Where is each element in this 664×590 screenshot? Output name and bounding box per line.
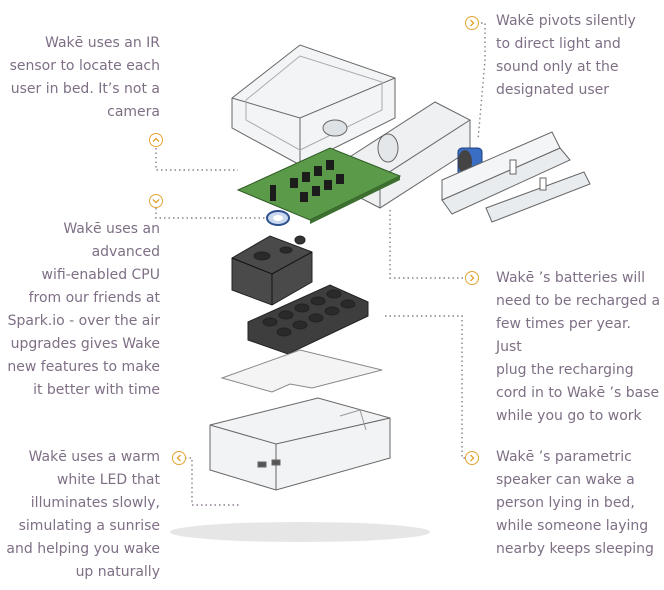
chevron-down-icon[interactable]	[149, 194, 163, 208]
annotation-led: Wakē uses a warm white LED that illumina…	[6, 449, 160, 580]
annotation-ir-sensor: Wakē uses an IR sensor to locate each us…	[9, 35, 160, 120]
annotation-cpu: Wakē uses an advanced wifi-enabled CPU f…	[7, 221, 160, 398]
annotation-batteries: Wakē ’s batteries will need to be rechar…	[496, 270, 661, 424]
chevron-right-icon[interactable]	[465, 451, 479, 465]
gasket-sheet	[220, 349, 383, 393]
led-housing	[231, 235, 313, 306]
chevron-up-icon[interactable]	[149, 133, 163, 147]
chevron-right-icon[interactable]	[465, 16, 479, 30]
base-housing	[209, 397, 391, 491]
leader-lines	[155, 22, 486, 506]
chevron-right-icon[interactable]	[465, 271, 479, 285]
top-housing	[231, 44, 396, 166]
floor-shadow	[170, 522, 430, 542]
chevron-left-icon[interactable]	[172, 451, 186, 465]
speaker-array	[247, 284, 369, 355]
mount-plates	[441, 131, 591, 223]
annotation-pivots: Wakē pivots silently to direct light and…	[496, 13, 636, 98]
annotation-speaker: Wakē ’s parametric speaker can wake a pe…	[496, 449, 654, 557]
pcb-board	[236, 147, 402, 226]
